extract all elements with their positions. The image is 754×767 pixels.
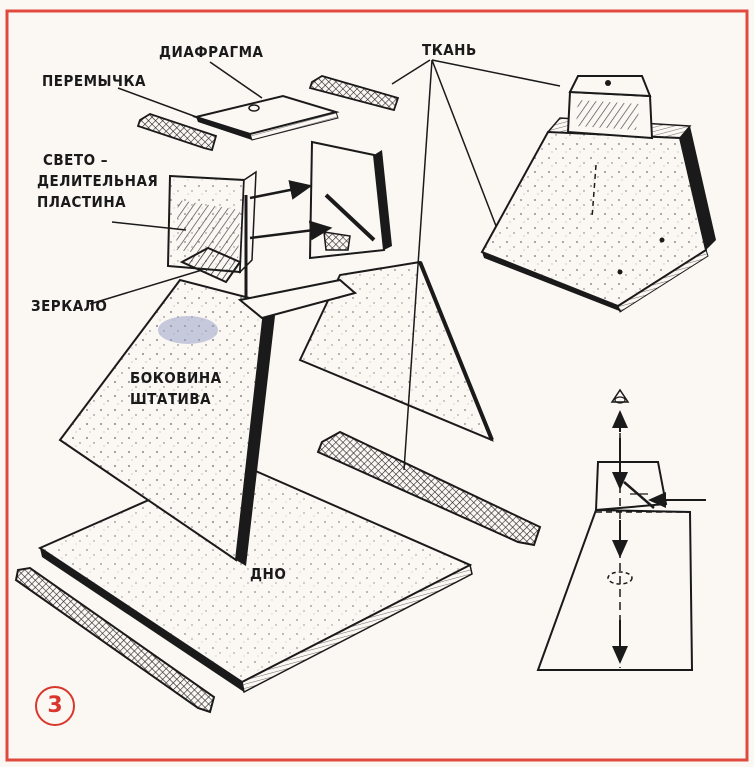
splitter-housing: [166, 170, 257, 274]
label-mirror: ЗЕРКАЛО: [31, 297, 108, 315]
back-stand-side: [298, 260, 494, 442]
front-stand-side: [58, 278, 275, 566]
arrow-upper: [249, 180, 313, 200]
assembled-hood: [480, 75, 716, 313]
label-side-line2: ШТАТИВА: [130, 390, 212, 408]
bracket-arm: [237, 278, 358, 320]
label-splitter-line1: СВЕТО –: [43, 151, 109, 169]
label-jumper: ПЕРЕМЫЧКА: [42, 72, 146, 90]
label-fabric: ТКАНЬ: [422, 41, 477, 59]
label-diaphragm: ДИАФРАГМА: [159, 43, 264, 61]
label-side-line1: БОКОВИНА: [130, 369, 222, 387]
label-stand-side: БОКОВИНА ШТАТИВА: [130, 368, 222, 410]
label-light-splitter: СВЕТО – ДЕЛИТЕЛЬНАЯ ПЛАСТИНА: [37, 150, 158, 213]
figure-number: 3: [35, 686, 75, 726]
back-rail: [316, 430, 542, 547]
jumper-strip-right: [308, 75, 400, 112]
optical-schematic: [536, 388, 706, 671]
label-splitter-line3: ПЛАСТИНА: [37, 193, 127, 211]
bottom-plate: [37, 460, 473, 694]
front-rail: [14, 566, 216, 714]
label-bottom: ДНО: [250, 565, 287, 583]
diaphragm-plate: [192, 94, 340, 141]
frame-border: [5, 9, 749, 762]
mirror-wedge: [179, 246, 242, 284]
arrow-lower: [249, 220, 333, 241]
jumper-strip-left: [136, 113, 218, 152]
leader-lines: [89, 59, 561, 471]
label-splitter-line2: ДЕЛИТЕЛЬНАЯ: [37, 172, 159, 190]
back-upright-panel: [308, 140, 392, 260]
